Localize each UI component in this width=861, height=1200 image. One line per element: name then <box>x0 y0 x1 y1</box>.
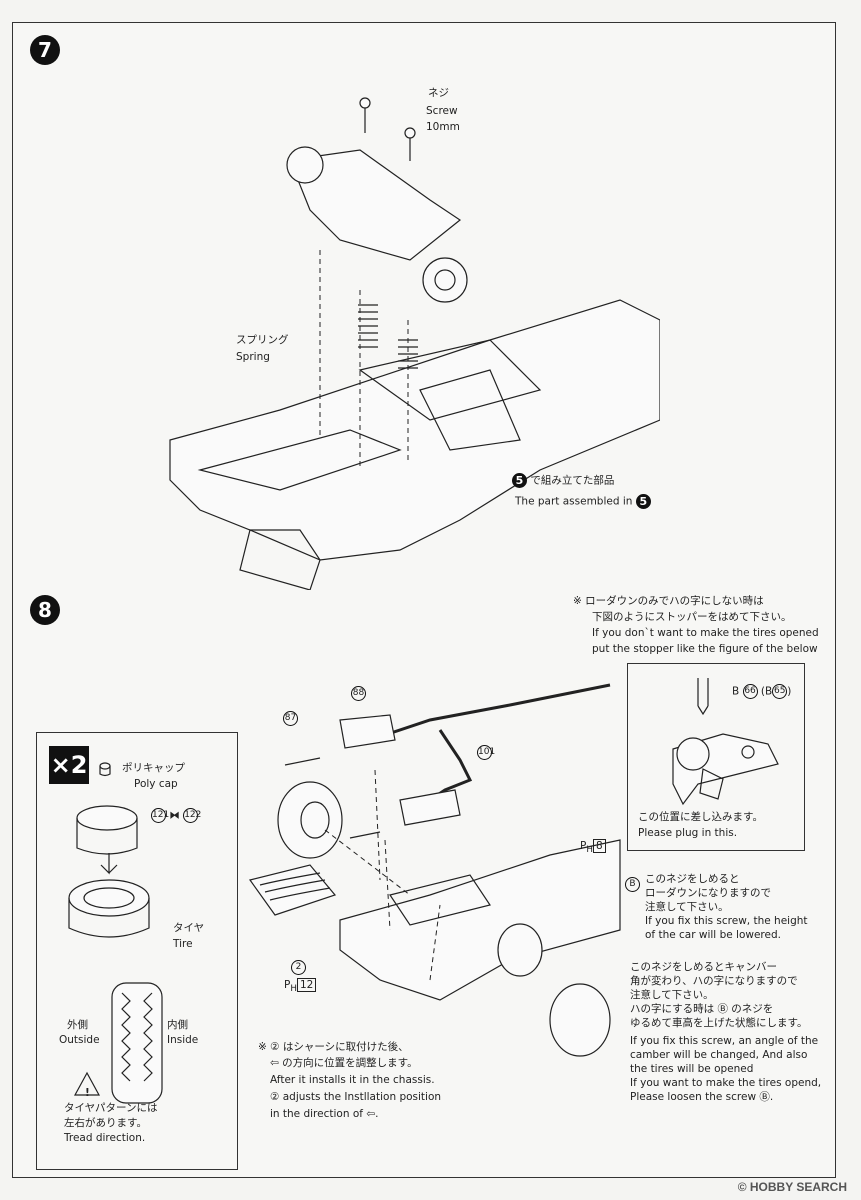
camber-line2: 角が変わり、ハの字になりますので <box>630 975 798 987</box>
assembled-part-label-jp: 5 で組み立てた部品 <box>512 473 614 488</box>
part-87-callout: 87 <box>283 711 298 726</box>
chassis-note-line4: ② adjusts the Instllation position <box>270 1091 442 1103</box>
warning-icon: ! <box>85 1087 90 1099</box>
step-5-ref-icon: 5 <box>512 473 527 488</box>
tread-note-jp2: 左右があります。 <box>64 1117 147 1129</box>
plug-label-jp: この位置に差し込みます。 <box>638 811 763 823</box>
ph-8-sub: H <box>586 845 593 856</box>
camber-line6: If you fix this screw, an angle of the <box>630 1035 819 1047</box>
screw-b-line3: 注意して下さい。 <box>645 901 729 913</box>
stopper-note-line2: 下図のようにストッパーをはめて下さい。 <box>592 611 792 623</box>
tread-note-en: Tread direction. <box>64 1132 146 1144</box>
camber-line9: If you want to make the tires opend, <box>630 1077 822 1089</box>
step-8-badge: 8 <box>30 595 60 625</box>
step-8-diagram <box>248 683 621 1057</box>
inside-label-en: Inside <box>167 1034 199 1046</box>
part-101-callout: 101 <box>477 745 495 760</box>
ph-12-sub: H <box>290 984 297 995</box>
wheel-inset: ! ポリキャップ Poly cap 121 ⧓ 122 タイヤ Tire 外側 … <box>36 732 238 1170</box>
part-122-icon: 122 <box>183 808 201 823</box>
plug-label-en: Please plug in this. <box>638 827 738 839</box>
bowtie-icon: ⧓ <box>169 809 180 822</box>
stopper-alt-suffix: ) <box>787 685 792 698</box>
screw-b-line5: of the car will be lowered. <box>645 929 781 941</box>
part-88-callout: 88 <box>351 686 366 701</box>
watermark-mark: © <box>737 1180 747 1194</box>
stopper-note-line4: put the stopper like the figure of the b… <box>592 643 818 655</box>
part-101-icon: 101 <box>477 745 495 760</box>
screw-b-line1: このネジをしめると <box>645 873 740 885</box>
inside-label-jp: 内側 <box>167 1019 188 1031</box>
outside-label-en: Outside <box>59 1034 100 1046</box>
tread-note-jp1: タイヤパターンには <box>64 1102 158 1114</box>
assembled-en-text: The part assembled in <box>515 495 633 508</box>
watermark-text: HOBBY SEARCH <box>749 1180 847 1194</box>
camber-line5: ゆるめて車高を上げた状態にします。 <box>630 1017 808 1029</box>
polycap-label-en: Poly cap <box>134 778 178 790</box>
tire-label-en: Tire <box>173 938 193 950</box>
camber-line7: camber will be changed, And also <box>630 1049 808 1061</box>
chassis-note-line2: ⇦ の方向に位置を調整します。 <box>270 1057 418 1069</box>
screw-size-label: 10mm <box>426 121 460 133</box>
stopper-note-line3: If you don`t want to make the tires open… <box>592 627 819 639</box>
assembled-jp-text: で組み立てた部品 <box>530 474 615 487</box>
camber-line3: 注意して下さい。 <box>630 989 714 1001</box>
ph-8-number: 8 <box>592 839 606 853</box>
ph-8-prefix: P <box>580 840 587 852</box>
camber-line4: ハの字にする時は Ⓑ のネジを <box>630 1003 774 1015</box>
spring-label-en: Spring <box>236 351 270 363</box>
step-7-badge: 7 <box>30 35 60 65</box>
spring-label-jp: スプリング <box>236 334 289 346</box>
stopper-diagram <box>672 678 779 806</box>
chassis-note-line5: in the direction of ⇦. <box>270 1108 379 1120</box>
watermark: © HOBBY SEARCH <box>738 1180 847 1194</box>
camber-line8: the tires will be opened <box>630 1063 754 1075</box>
step-5-ref-icon-en: 5 <box>635 494 651 509</box>
quantity-x2-badge: ×2 <box>49 746 89 784</box>
screw-b-line2: ローダウンになりますので <box>645 887 771 899</box>
screw-b-icon: B <box>625 877 640 892</box>
step-7-diagram <box>169 97 660 590</box>
part-66-icon: 66 <box>742 684 758 699</box>
part-2-callout: 2 <box>291 960 306 975</box>
part-87-icon: 87 <box>283 711 298 726</box>
stopper-part-letter: B <box>732 685 740 698</box>
polycap-label-jp: ポリキャップ <box>122 762 185 774</box>
tire-label-jp: タイヤ <box>173 922 205 934</box>
chassis-note-line3: After it installs it in the chassis. <box>270 1074 435 1086</box>
assembled-part-label-en: The part assembled in 5 <box>515 494 651 509</box>
stopper-alt-prefix: (B <box>760 685 773 698</box>
screw-b-line4: If you fix this screw, the height <box>645 915 808 927</box>
camber-line10: Please loosen the screw Ⓑ. <box>630 1091 774 1103</box>
part-88-icon: 88 <box>351 686 366 701</box>
outside-label-jp: 外側 <box>67 1019 88 1031</box>
part-121-122-callout: 121 ⧓ 122 <box>151 808 201 823</box>
part-65-icon: 65 <box>772 684 788 699</box>
ph-12-prefix: P <box>284 979 291 991</box>
wheel-inset-diagram <box>68 762 163 1104</box>
part-121-icon: 121 <box>151 808 169 823</box>
camber-line1: このネジをしめるとキャンバー <box>630 961 777 973</box>
screw-label-en: Screw <box>426 105 458 117</box>
chassis-note-line1: ※ ② はシャーシに取付けた後、 <box>258 1041 409 1053</box>
stopper-note-line1: ※ ローダウンのみでハの字にしない時は <box>573 595 764 607</box>
screw-label-jp: ネジ <box>428 87 449 99</box>
screw-b-callout: B <box>625 877 640 892</box>
part-2-icon: 2 <box>291 960 306 975</box>
ph-12-number: 12 <box>296 978 317 992</box>
